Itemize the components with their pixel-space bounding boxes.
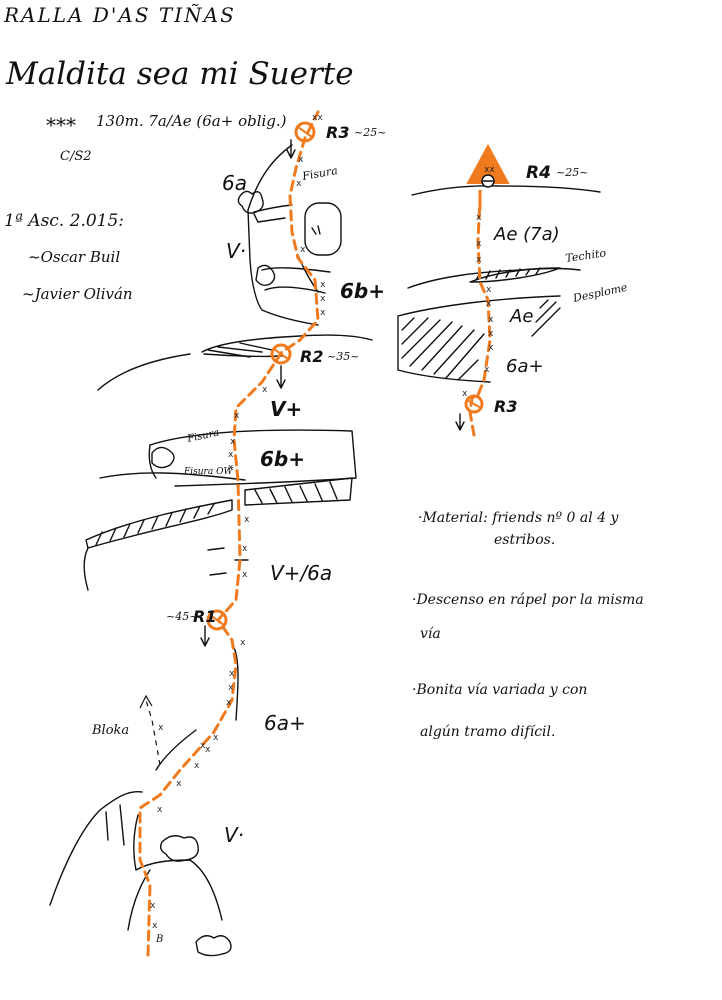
svg-text:x: x (296, 179, 302, 189)
svg-text:x: x (242, 570, 248, 580)
svg-text:x: x (320, 294, 326, 304)
grade-p4-low: 6a+ (506, 356, 544, 377)
grade-p4-mid: Ae (509, 306, 533, 327)
rappel-arrow-r3-lower (455, 413, 465, 431)
anchor-r3-label: R3 (326, 123, 349, 142)
first-ascent-title: 1ª Asc. 2.015: (4, 211, 124, 231)
svg-text:x: x (240, 638, 246, 648)
svg-text:x: x (242, 544, 248, 554)
notes-block: ·Material: friends nº 0 al 4 y estribos.… (412, 510, 644, 740)
route-summary: 130m. 7a/Ae (6a+ oblig.) (96, 112, 287, 130)
top-bolt-marks: xx x x x x x x x x x x (462, 165, 495, 399)
feature-desplome: Desplome (571, 281, 629, 305)
anchor-r2-icon (270, 343, 292, 365)
svg-text:x: x (234, 411, 240, 421)
rappel-arrow-r1 (200, 625, 210, 647)
route-stars: *** (46, 113, 76, 137)
svg-text:x: x (488, 329, 494, 339)
svg-text:x: x (150, 901, 156, 911)
svg-text:x: x (462, 389, 468, 399)
feature-techo: Techito (565, 246, 608, 265)
bolt-marks: x x x x x x x x x x x x x x x x x x x x … (150, 113, 326, 931)
svg-text:x: x (484, 365, 490, 375)
anchor-r1-label: R1 (193, 607, 216, 626)
anchor-r3-lower-icon (464, 394, 484, 414)
svg-text:x: x (488, 343, 494, 353)
svg-text:xx: xx (312, 113, 323, 123)
svg-text:x: x (194, 761, 200, 771)
anchor-r4-label: R4 (526, 163, 551, 183)
grade-p2-roof: 6b+ (260, 447, 305, 471)
svg-text:x: x (226, 698, 232, 708)
grade-p1-high: 6a+ (264, 711, 306, 735)
svg-text:x: x (213, 733, 219, 743)
grade-p3-crux: 6a (222, 171, 247, 195)
first-ascent-climber-1: ~Oscar Buil (28, 248, 120, 266)
feature-start: B (155, 934, 163, 945)
svg-text:x: x (300, 245, 306, 255)
svg-text:x: x (476, 255, 482, 265)
svg-text:x: x (486, 285, 492, 295)
svg-text:x: x (320, 280, 326, 290)
anchor-r3-note: ~25~ (354, 126, 386, 139)
rappel-arrow-r3 (286, 139, 296, 159)
note-descent-1: ·Descenso en rápel por la misma (412, 592, 644, 608)
svg-text:x: x (176, 779, 182, 789)
anchor-r4-icon (466, 143, 510, 188)
svg-text:x: x (200, 741, 206, 751)
svg-text:x: x (476, 239, 482, 249)
route-name: Maldita sea mi Suerte (5, 56, 354, 92)
rappel-arrow-r2 (276, 365, 286, 389)
grade-p4-top: Ae (7a) (493, 224, 560, 245)
grade-p3-low: 6b+ (340, 279, 385, 303)
main-route-line (138, 110, 320, 957)
feature-fisura-top: Fisura (300, 164, 338, 183)
svg-text:xx: xx (484, 165, 495, 175)
svg-text:x: x (228, 450, 234, 460)
svg-text:x: x (229, 669, 235, 679)
svg-text:x: x (486, 299, 492, 309)
note-material-1: ·Material: friends nº 0 al 4 y (418, 510, 619, 526)
first-ascent-climber-2: ~Javier Oliván (22, 285, 133, 303)
svg-text:x: x (228, 463, 234, 473)
feature-bloka: Bloka (91, 723, 129, 738)
svg-text:x: x (158, 723, 164, 733)
anchor-r1-note: ~45~ (166, 610, 198, 623)
feature-fisura-ow: Fisura OW (183, 467, 233, 477)
route-orientation: C/S2 (60, 149, 92, 164)
grade-p2-low: V+/6a (270, 561, 332, 585)
roof-hatching (244, 477, 353, 506)
anchor-r2-label: R2 (300, 347, 323, 366)
grade-p2-top: V+ (270, 397, 302, 421)
anchor-r3-icon (294, 121, 316, 143)
crag-name: RALLA D'AS TIÑAS (3, 3, 236, 27)
svg-text:x: x (320, 308, 326, 318)
anchor-r2-note: ~35~ (327, 350, 359, 363)
note-comment-2: algún tramo difícil. (420, 724, 555, 740)
note-comment-1: ·Bonita vía variada y con (412, 682, 587, 698)
svg-text:x: x (157, 805, 163, 815)
note-descent-2: vía (420, 626, 441, 642)
svg-text:x: x (228, 683, 234, 693)
svg-text:x: x (152, 921, 158, 931)
svg-text:x: x (488, 315, 494, 325)
grade-p1-low: V· (224, 823, 244, 847)
feature-fisura: Fisura (185, 427, 220, 445)
svg-text:x: x (205, 745, 211, 755)
svg-text:x: x (298, 155, 304, 165)
svg-text:x: x (262, 385, 268, 395)
top-route-line (468, 198, 492, 437)
main-topo-rock (49, 144, 373, 957)
svg-text:x: x (244, 515, 250, 525)
svg-text:x: x (476, 213, 482, 223)
grade-p3-mid: V· (226, 239, 246, 263)
top-pitch-rock (397, 185, 601, 383)
svg-text:x: x (230, 437, 236, 447)
note-material-2: estribos. (494, 532, 555, 548)
anchor-r3-lower-label: R3 (494, 397, 517, 416)
anchor-r4-note: ~25~ (556, 166, 588, 179)
anchor-r1-icon (206, 609, 228, 631)
